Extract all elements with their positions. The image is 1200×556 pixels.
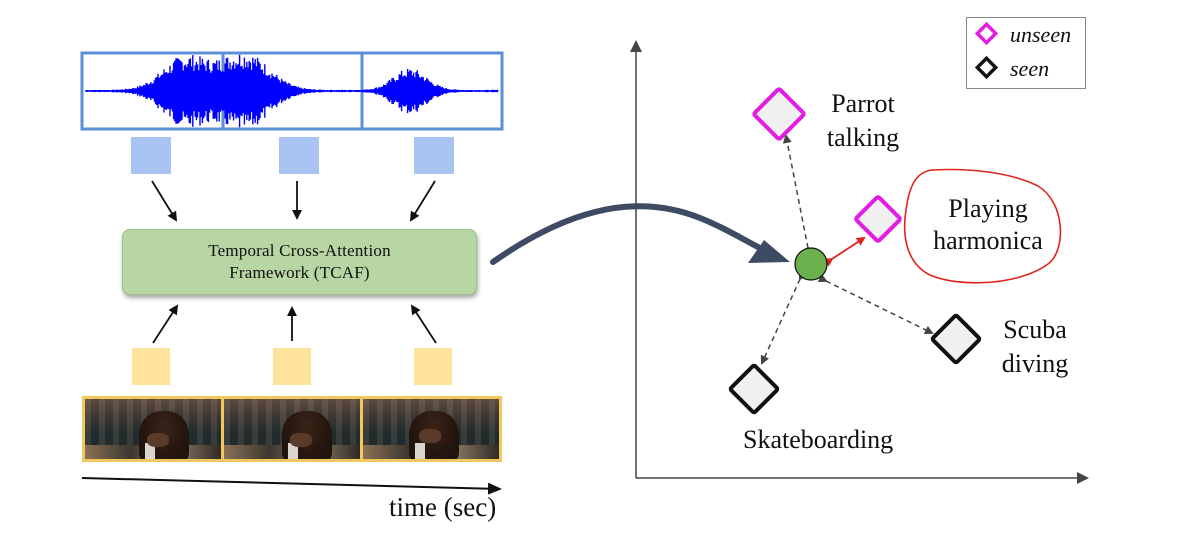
class-label-skate: Skateboarding — [743, 425, 894, 454]
video-token-3 — [414, 348, 452, 385]
audio-waveform — [85, 54, 499, 128]
video-token-1 — [132, 348, 170, 385]
link-scuba — [817, 273, 934, 334]
class-label-parrot: Parrot talking — [808, 89, 918, 153]
legend-seen-label: seen — [1010, 56, 1050, 81]
legend-seen-marker — [974, 55, 999, 80]
class-marker-harmonica — [854, 195, 902, 243]
projection-arrow-head — [748, 240, 790, 263]
audio-arrow-1 — [151, 180, 178, 222]
class-label-harmonica-line-2: harmonica — [933, 226, 1043, 255]
link-skate — [760, 270, 807, 365]
projection-arrow — [490, 203, 775, 265]
video-arrow-1 — [152, 304, 179, 344]
audio-token-1 — [131, 137, 171, 174]
class-marker-parrot — [752, 87, 806, 141]
video-frame-1 — [85, 399, 224, 459]
video-token-2 — [273, 348, 311, 385]
tcaf-title-line-2: Framework (TCAF) — [229, 263, 370, 282]
time-axis-label: time (sec) — [389, 492, 497, 522]
audio-visual-embedding-node — [794, 247, 828, 281]
class-label-harmonica: Playing harmonica — [918, 194, 1058, 256]
class-marker-skate — [728, 363, 780, 415]
class-label-scuba-line-1: Scuba — [1003, 315, 1067, 344]
highlight-circle — [903, 168, 1062, 284]
video-arrow-3 — [410, 304, 437, 344]
legend-unseen-marker — [974, 21, 999, 46]
link-parrot — [782, 134, 814, 256]
video-frame-3 — [363, 399, 499, 459]
audio-token-3 — [414, 137, 454, 174]
class-label-parrot-line-2: talking — [826, 123, 900, 152]
class-label-scuba: Scuba diving — [985, 315, 1085, 379]
video-frames-strip — [82, 396, 502, 462]
link-harmonica — [823, 236, 866, 267]
video-frame-2 — [224, 399, 363, 459]
time-axis-arrow — [81, 477, 502, 495]
legend-unseen-label: unseen — [1010, 22, 1072, 47]
class-label-scuba-line-2: diving — [1001, 349, 1069, 378]
tcaf-title-line-1: Temporal Cross-Attention — [208, 241, 391, 260]
tcaf-block: Temporal Cross-Attention Framework (TCAF… — [122, 229, 477, 295]
class-label-parrot-line-1: Parrot — [831, 89, 895, 118]
audio-arrow-3 — [409, 180, 436, 222]
class-marker-scuba — [930, 313, 982, 365]
audio-waveform-panel — [80, 51, 504, 131]
audio-token-2 — [279, 137, 319, 174]
class-label-harmonica-line-1: Playing — [948, 194, 1028, 223]
